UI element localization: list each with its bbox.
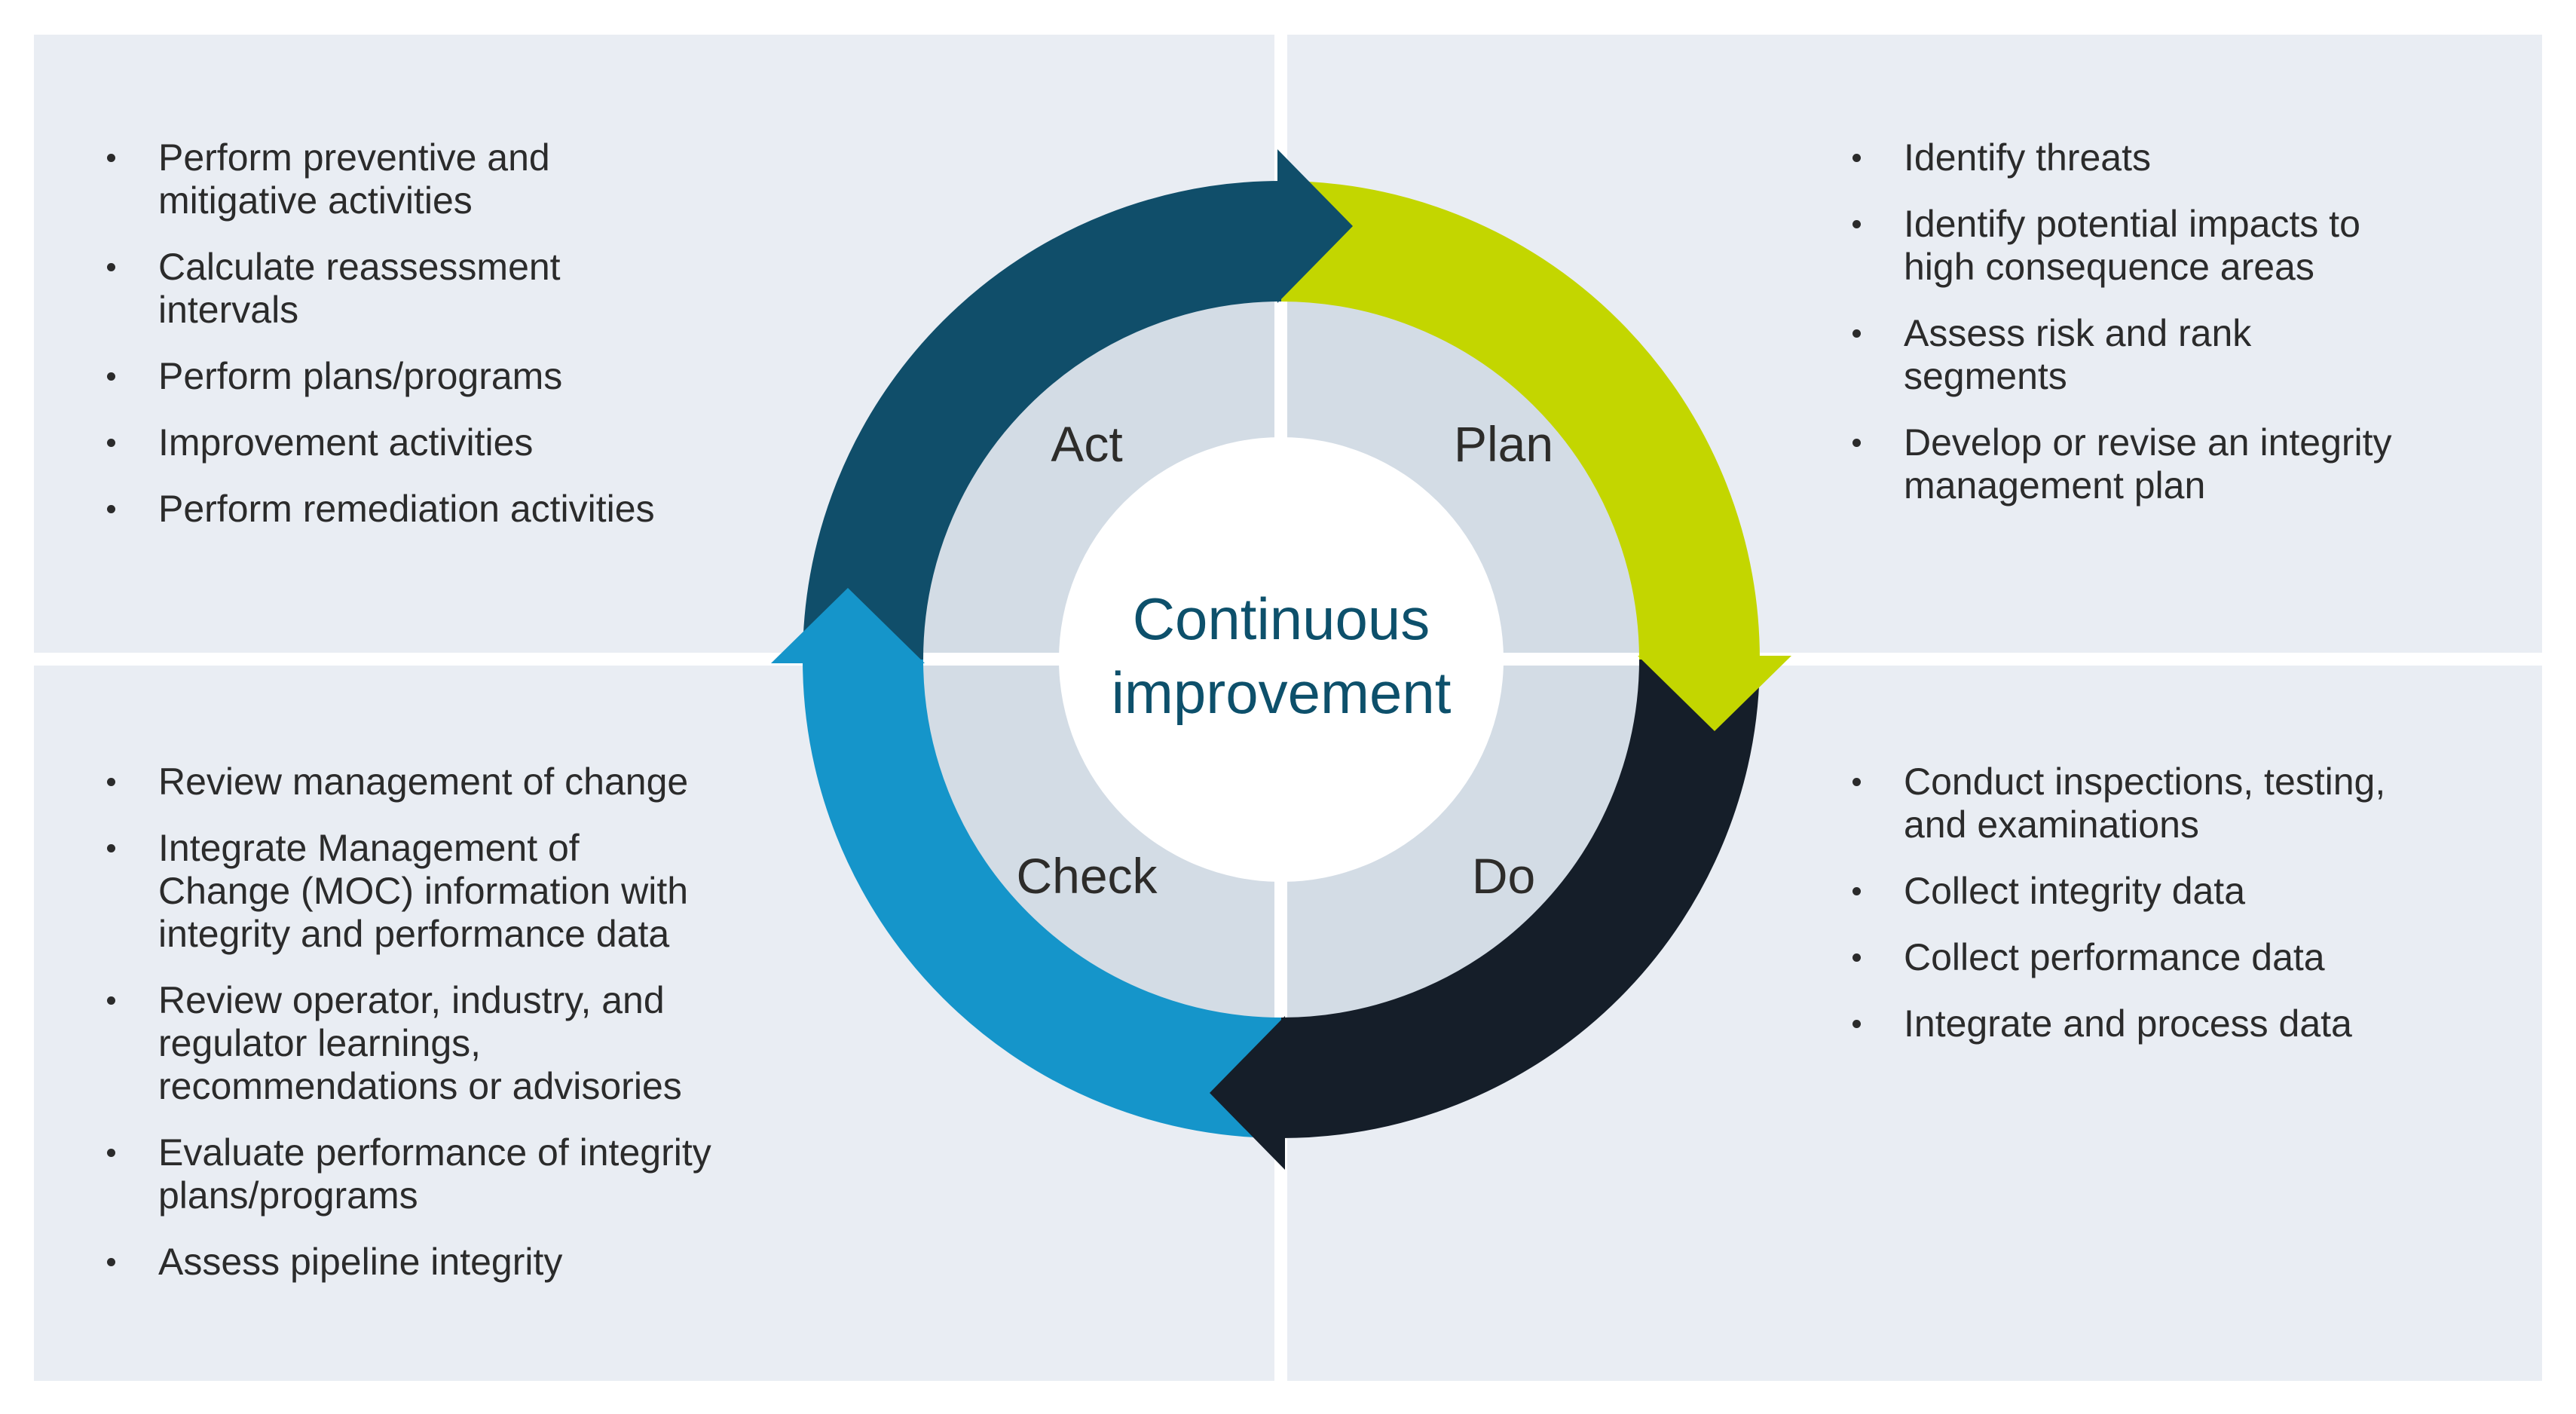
list-item: Improvement activities: [106, 421, 897, 464]
list-item: Review operator, industry, and regulator…: [106, 979, 897, 1108]
center-label-line1: Continuous: [1133, 586, 1430, 652]
list-item: Collect integrity data: [1851, 870, 2544, 913]
list-item: Collect performance data: [1851, 936, 2544, 979]
do-bullet-list: Conduct inspections, testing, and examin…: [1851, 761, 2544, 1069]
center-label-line2: improvement: [1112, 660, 1452, 726]
list-item: Perform preventive and mitigative activi…: [106, 136, 897, 222]
list-item: Review management of change: [106, 761, 897, 803]
list-item: Calculate reassessment intervals: [106, 246, 897, 332]
list-item: Identify threats: [1851, 136, 2544, 179]
act-arc: [803, 181, 1282, 660]
check-arrowhead: [771, 588, 925, 663]
list-item: Develop or revise an integrity managemen…: [1851, 421, 2544, 507]
check-label: Check: [1016, 848, 1158, 904]
do-arrowhead: [1210, 1016, 1285, 1170]
act-bullet-list: Perform preventive and mitigative activi…: [106, 136, 897, 554]
list-item: Integrate and process data: [1851, 1002, 2544, 1045]
list-item: Assess risk and rank segments: [1851, 312, 2544, 398]
plan-arrowhead: [1638, 656, 1791, 731]
check-arc: [803, 659, 1282, 1138]
plan-label: Plan: [1454, 416, 1553, 472]
center-circle: [1059, 437, 1504, 882]
list-item: Perform remediation activities: [106, 488, 897, 531]
list-item: Perform plans/programs: [106, 355, 897, 398]
list-item: Conduct inspections, testing, and examin…: [1851, 761, 2544, 846]
list-item: Assess pipeline integrity: [106, 1241, 897, 1284]
do-label: Do: [1472, 848, 1535, 904]
list-item: Integrate Management of Change (MOC) inf…: [106, 827, 897, 956]
act-label: Act: [1051, 416, 1122, 472]
plan-arc: [1280, 181, 1760, 660]
act-arrowhead: [1277, 149, 1353, 303]
do-arc: [1280, 659, 1760, 1138]
list-item: Evaluate performance of integrity plans/…: [106, 1131, 897, 1217]
list-item: Identify potential impacts to high conse…: [1851, 203, 2544, 289]
